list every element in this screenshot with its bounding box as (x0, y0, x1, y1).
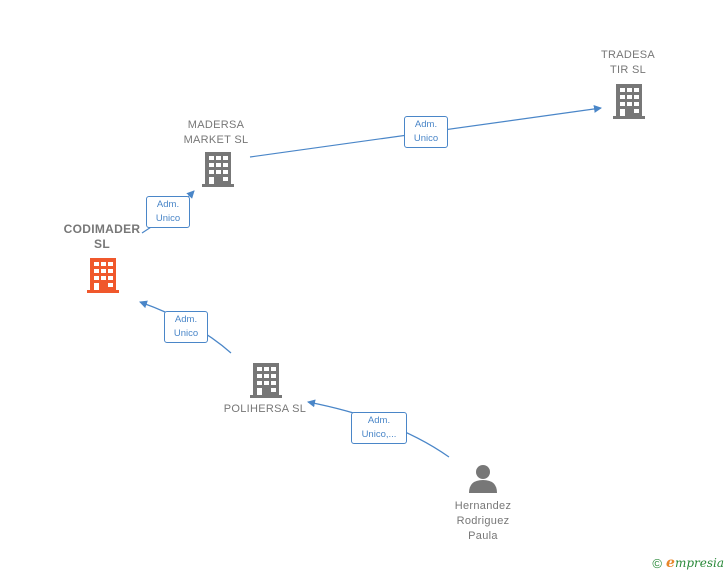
node-label-line: CODIMADER (63, 222, 141, 236)
relation-badge-codimader-madersa[interactable]: Adm. Unico (146, 196, 190, 228)
relation-line: Unico,... (361, 429, 397, 440)
node-label-codimader[interactable]: CODIMADER SL (56, 222, 148, 252)
brand-logo[interactable]: empresia (666, 555, 724, 571)
node-label-line: Paula (468, 530, 498, 542)
node-label-line: POLIHERSA SL (223, 403, 307, 415)
building-icon[interactable] (613, 84, 645, 119)
node-label-madersa[interactable]: MADERSA MARKET SL (172, 118, 260, 148)
node-label-polihersa[interactable]: POLIHERSA SL (212, 402, 318, 417)
node-label-line: MARKET SL (183, 134, 249, 146)
relation-line: Unico (155, 213, 181, 224)
relation-line: Adm. (414, 119, 438, 130)
building-icon[interactable] (250, 363, 282, 398)
node-label-line: TIR SL (609, 64, 647, 76)
brand-initial: e (666, 555, 675, 571)
relation-badge-hernandez-polihersa[interactable]: Adm. Unico,... (351, 412, 407, 444)
building-icon[interactable] (87, 258, 119, 293)
brand-name: mpresia (674, 556, 724, 570)
relation-line: Unico (173, 328, 199, 339)
relation-line: Adm. (156, 199, 180, 210)
node-label-line: Hernandez (454, 500, 512, 512)
copyright-icon: © (652, 555, 663, 571)
node-label-line: MADERSA (187, 119, 245, 131)
node-label-hernandez[interactable]: Hernandez Rodriguez Paula (438, 499, 528, 544)
relation-line: Unico (413, 133, 439, 144)
node-label-line: Rodriguez (456, 515, 510, 527)
person-icon[interactable] (468, 463, 498, 493)
brand-footer: © empresia (652, 555, 724, 571)
node-label-line: TRADESA (600, 49, 656, 61)
relation-line: Adm. (174, 314, 198, 325)
building-icon[interactable] (202, 152, 234, 187)
relation-badge-madersa-tradesa[interactable]: Adm. Unico (404, 116, 448, 148)
node-label-tradesa[interactable]: TRADESA TIR SL (588, 48, 668, 78)
relation-badge-polihersa-codimader[interactable]: Adm. Unico (164, 311, 208, 343)
node-label-line: SL (94, 237, 110, 251)
relation-line: Adm. (367, 415, 391, 426)
